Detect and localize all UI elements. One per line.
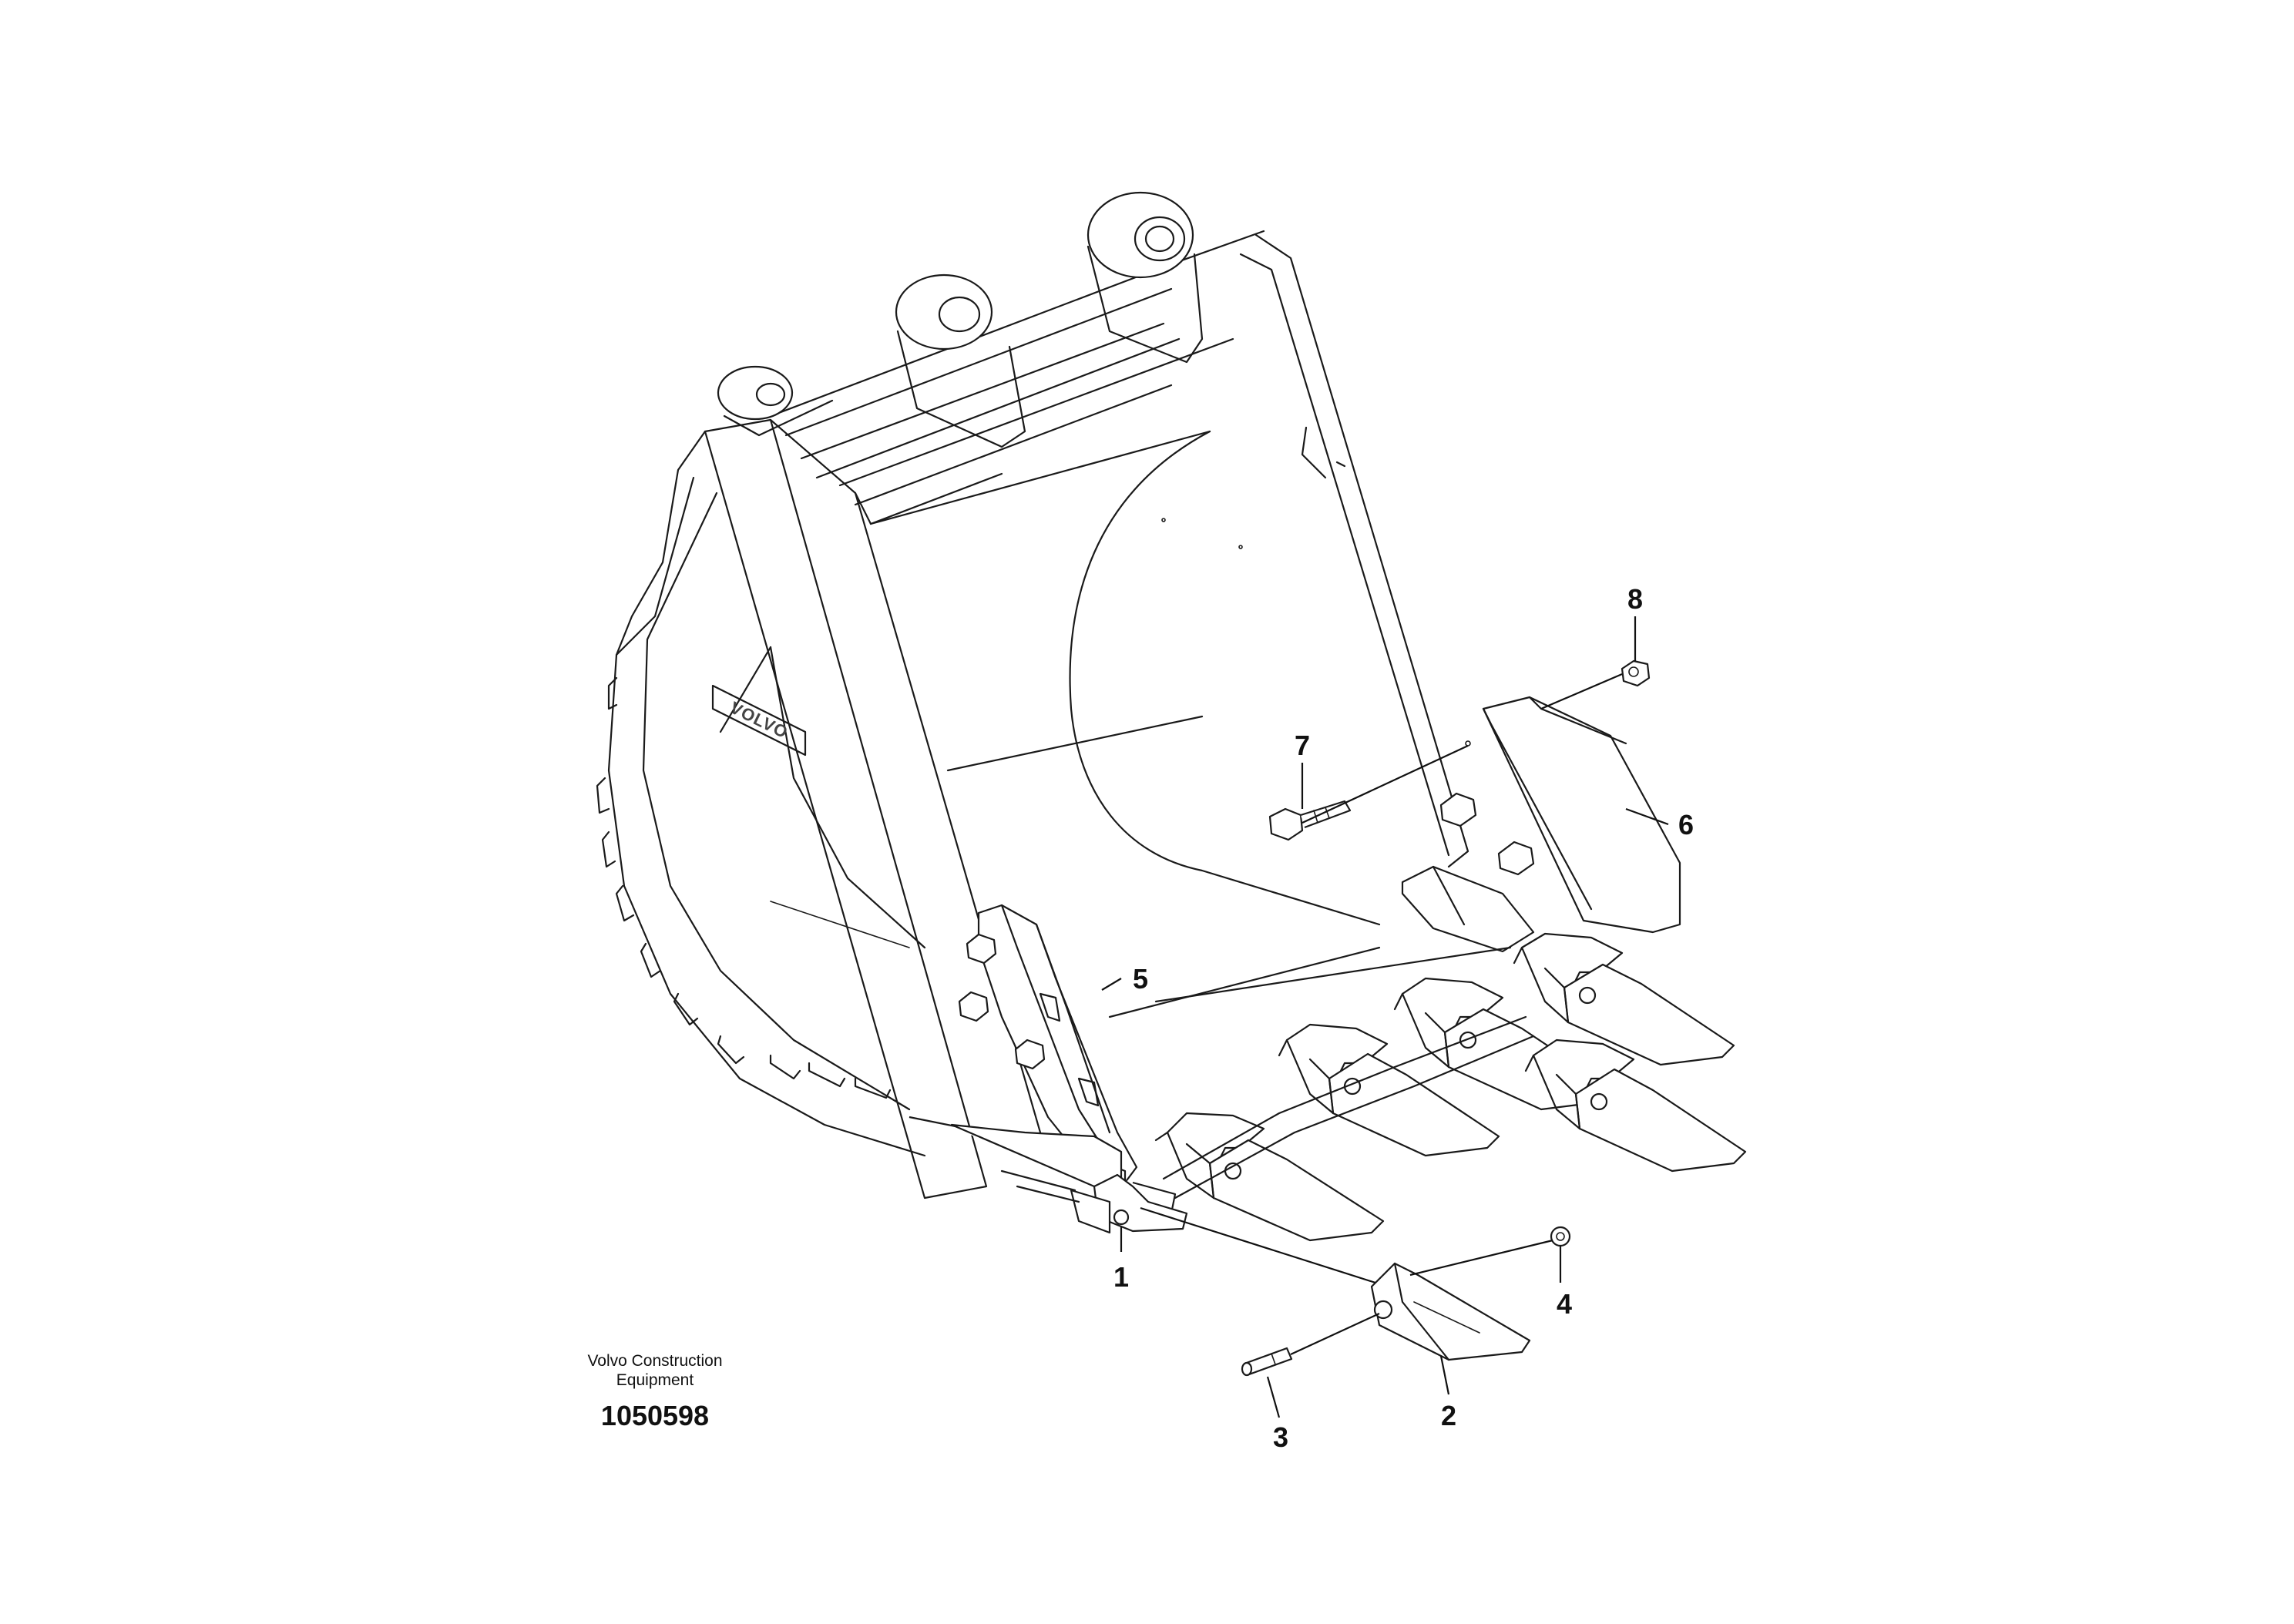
callout-3: 3 (1273, 1421, 1288, 1453)
callout-4: 4 (1557, 1288, 1572, 1320)
bucket-body: VOLVO (596, 191, 1535, 1200)
retainer-washer (1550, 1226, 1571, 1247)
callout-2: 2 (1441, 1400, 1456, 1431)
callout-1: 1 (1113, 1261, 1129, 1293)
tooth-adapter-1 (1154, 1112, 1385, 1242)
tooth-point (1370, 1262, 1531, 1361)
corner-adapter (909, 1116, 1188, 1234)
tooth-adapter-4 (1524, 1038, 1747, 1173)
tooth-row (1154, 932, 1747, 1242)
left-side-plate (704, 418, 988, 1200)
brand-line-1: Volvo Construction (587, 1352, 722, 1370)
document-number: 1050598 (601, 1400, 709, 1431)
title-block: Volvo Construction Equipment 1050598 (587, 1352, 722, 1431)
callout-7: 7 (1295, 730, 1310, 761)
bolt (1268, 800, 1352, 841)
hinge-lug-left (717, 365, 834, 437)
side-cutter (1482, 696, 1681, 934)
tooth-adapter-2 (1278, 1023, 1500, 1157)
callout-6: 6 (1678, 809, 1694, 841)
hinge-lug-middle (895, 273, 1026, 448)
tooth-adapter-5 (1513, 932, 1735, 1066)
retaining-pin (1241, 1347, 1293, 1377)
segment-guard (958, 904, 1138, 1184)
assembly-lines (1140, 673, 1623, 1355)
callout-8: 8 (1627, 583, 1643, 615)
brand-line-2: Equipment (616, 1371, 694, 1389)
hinge-lug-right (1087, 191, 1204, 364)
leader-lines (1101, 616, 1669, 1418)
nut (1621, 659, 1651, 687)
callout-labels: 1 2 3 4 5 6 7 8 (1113, 583, 1694, 1453)
wear-strips (596, 676, 892, 1099)
callout-5: 5 (1133, 963, 1148, 995)
